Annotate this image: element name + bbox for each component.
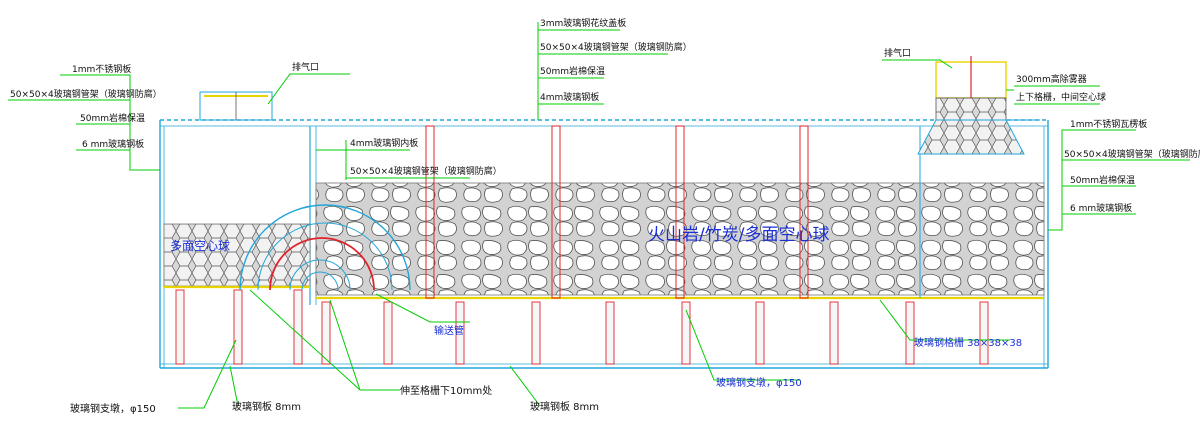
- top-stack-label-1: 3mm玻璃钢花纹盖板: [540, 17, 626, 29]
- left-stack-label-1: 1mm不锈钢板: [72, 63, 131, 75]
- main-media-label: 火山岩/竹炭/多面空心球: [648, 225, 829, 245]
- leader-lines: [8, 22, 1190, 409]
- grating-label: 玻璃钢格栅 38×38×38: [914, 336, 1022, 349]
- top-stack-label-3: 50mm岩棉保温: [540, 65, 605, 77]
- exhaust-right-label: 排气口: [884, 47, 911, 59]
- label-inner-stack: 4mm玻璃钢内板 50×50×4玻璃钢管架（玻璃钢防腐）: [350, 137, 502, 177]
- plate-mid-label: 玻璃钢板 8mm: [530, 400, 599, 413]
- label-left-stack: 1mm不锈钢板 50×50×4玻璃钢管架（玻璃钢防腐） 50mm岩棉保温 6 m…: [10, 63, 162, 150]
- inner-stack-label-1: 4mm玻璃钢内板: [350, 137, 418, 149]
- plate-left-label: 玻璃钢板 8mm: [232, 400, 301, 413]
- vertical-pipes: [425, 125, 809, 299]
- right-stack-label-4: 6 mm玻璃钢板: [1070, 202, 1132, 214]
- left-stack-label-4: 6 mm玻璃钢板: [82, 138, 144, 150]
- delivery-pipe-arcs: [239, 204, 411, 291]
- left-media-label: 多面空心球: [170, 239, 230, 253]
- label-mist: 300mm高除雾器 上下格栅，中间空心球: [1016, 73, 1106, 103]
- label-right-stack: 1mm不锈钢瓦楞板 50×50×4玻璃钢管架（玻璃钢防腐） 50mm岩棉保温 6…: [1064, 118, 1200, 214]
- label-top-stack: 3mm玻璃钢花纹盖板 50×50×4玻璃钢管架（玻璃钢防腐） 50mm岩棉保温 …: [540, 17, 692, 103]
- exhaust-left: [199, 91, 273, 121]
- left-stack-label-2: 50×50×4玻璃钢管架（玻璃钢防腐）: [10, 88, 162, 100]
- mist-label-2: 上下格栅，中间空心球: [1016, 91, 1106, 103]
- top-stack-label-2: 50×50×4玻璃钢管架（玻璃钢防腐）: [540, 41, 692, 53]
- exhaust-left-label: 排气口: [292, 61, 319, 73]
- left-stack-label-3: 50mm岩棉保温: [80, 112, 145, 124]
- mist-label-1: 300mm高除雾器: [1016, 73, 1087, 85]
- right-stack-label-1: 1mm不锈钢瓦楞板: [1070, 118, 1147, 130]
- main-media-bed: [315, 182, 1045, 296]
- extend-label: 伸至格栅下10mm处: [400, 384, 492, 397]
- delivery-pipe-label: 输送管: [434, 324, 464, 337]
- exhaust-right: [917, 56, 1040, 155]
- support-posts: [175, 289, 989, 365]
- right-stack-label-3: 50mm岩棉保温: [1070, 174, 1135, 186]
- support-right-label: 玻璃钢支墩，φ150: [716, 376, 802, 389]
- support-left-label: 玻璃钢支墩，φ150: [70, 402, 156, 415]
- top-stack-label-4: 4mm玻璃钢板: [540, 91, 599, 103]
- inner-stack-label-2: 50×50×4玻璃钢管架（玻璃钢防腐）: [350, 165, 502, 177]
- right-stack-label-2: 50×50×4玻璃钢管架（玻璃钢防腐）: [1064, 148, 1200, 160]
- left-media-bed: [163, 223, 311, 287]
